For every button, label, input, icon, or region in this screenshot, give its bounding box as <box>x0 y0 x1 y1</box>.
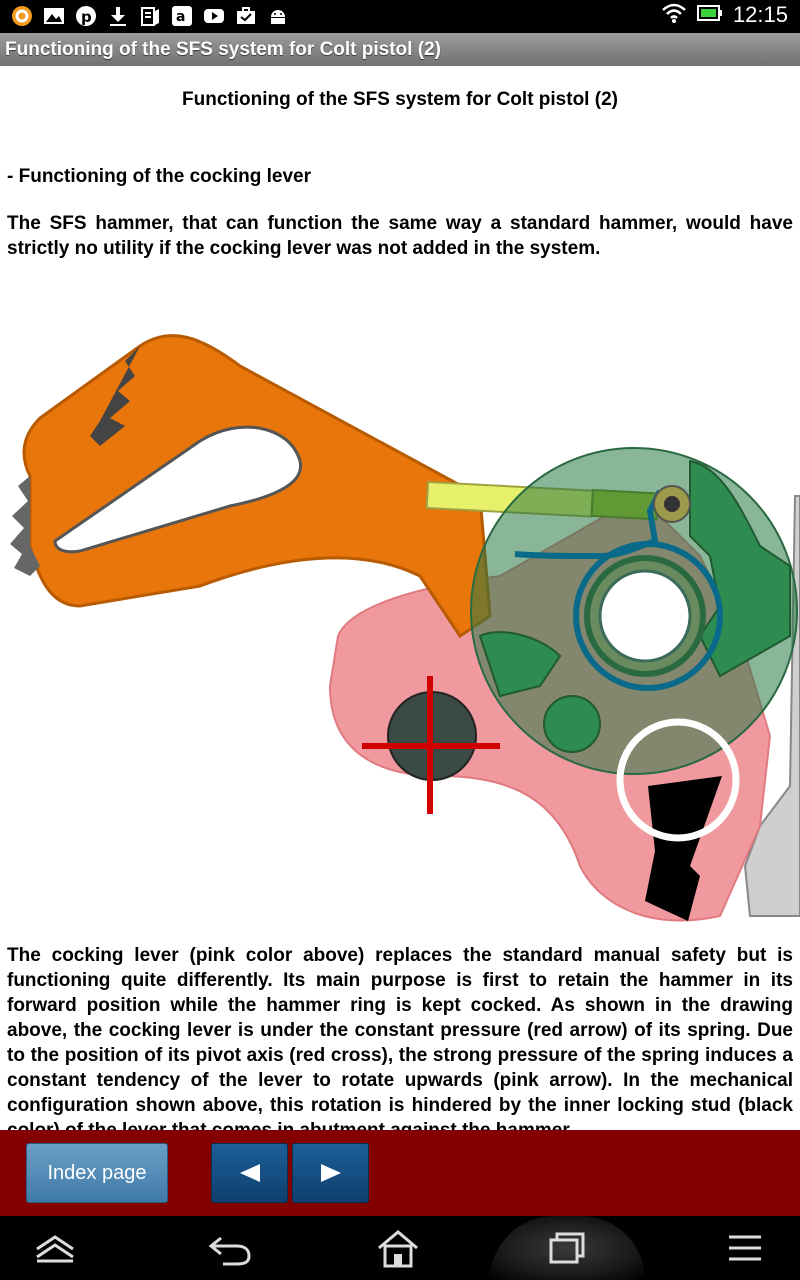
download-icon <box>106 4 130 28</box>
bottom-toolbar: Index page <box>0 1130 800 1216</box>
hammer-spur <box>10 476 40 576</box>
browser-icon <box>10 4 34 28</box>
mechanism-diagram <box>0 306 800 936</box>
ring-hole <box>598 569 692 663</box>
recents-icon[interactable] <box>543 1224 593 1272</box>
window-title: Functioning of the SFS system for Colt p… <box>0 33 800 66</box>
locking-stud <box>645 776 722 921</box>
youtube-icon <box>202 4 226 28</box>
body-paragraph: The cocking lever (pink color above) rep… <box>7 945 793 1130</box>
index-page-button[interactable]: Index page <box>26 1143 168 1203</box>
collapse-icon[interactable] <box>30 1224 80 1272</box>
pivot-pin-center <box>664 496 680 512</box>
status-clock: 12:15 <box>732 2 788 27</box>
system-nav-bar <box>0 1216 800 1280</box>
status-bar: p a 12:15 <box>0 0 800 33</box>
svg-text:a: a <box>176 9 185 25</box>
note-icon <box>138 4 162 28</box>
battery-icon <box>696 4 723 26</box>
hammer-serrations <box>90 346 140 446</box>
ring-segment-left <box>478 631 562 698</box>
ring-segment-top <box>689 459 791 678</box>
hammer-window <box>53 425 303 554</box>
previous-page-button[interactable] <box>211 1143 288 1203</box>
intro-paragraph: The SFS hammer, that can function the sa… <box>7 213 793 259</box>
highlight-circle <box>616 718 740 842</box>
wifi-icon <box>661 2 687 28</box>
back-icon[interactable] <box>205 1224 255 1272</box>
page-title: Functioning of the SFS system for Colt p… <box>182 89 618 110</box>
android-icon <box>266 4 290 28</box>
amazon-icon: a <box>170 4 194 28</box>
menu-icon[interactable] <box>720 1224 770 1272</box>
next-page-button[interactable] <box>292 1143 369 1203</box>
left-arrow-icon <box>239 1164 260 1182</box>
pinterest-icon: p <box>74 4 98 28</box>
frame-part <box>743 495 800 917</box>
home-icon[interactable] <box>373 1224 423 1272</box>
right-arrow-icon <box>320 1164 341 1182</box>
image-icon <box>42 4 66 28</box>
article-content[interactable]: Functioning of the SFS system for Colt p… <box>0 66 800 1130</box>
svg-text:p: p <box>81 8 92 26</box>
section-heading: - Functioning of the cocking lever <box>7 166 312 187</box>
spring-arm <box>514 489 663 559</box>
briefcase-icon <box>234 4 258 28</box>
ring-pin <box>543 695 601 753</box>
